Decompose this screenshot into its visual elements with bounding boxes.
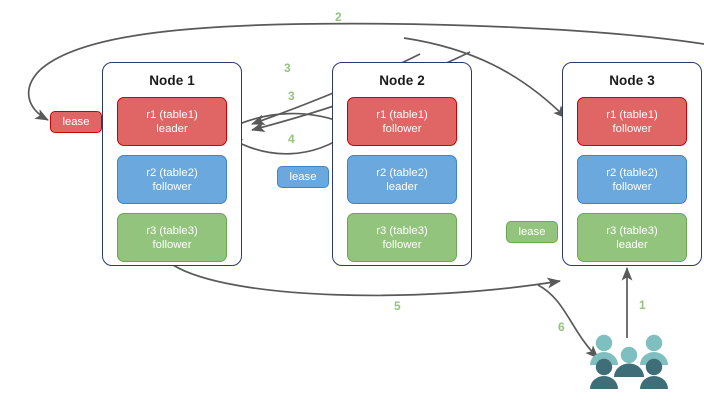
replica-n2-r2-role: leader [386, 180, 418, 193]
node-3-title: Node 3 [609, 73, 655, 88]
replica-n3-r1-role: follower [612, 122, 652, 135]
replica-n2-r1[interactable]: r1 (table1) follower [347, 97, 457, 146]
node-2-title: Node 2 [379, 73, 425, 88]
replica-n2-r1-name: r1 (table1) [376, 108, 428, 121]
node-3[interactable]: Node 3 r1 (table1) follower r2 (table2) … [562, 62, 702, 266]
replica-n2-r3-name: r3 (table3) [376, 224, 428, 237]
edge-step-3-n1-n2 [223, 112, 347, 132]
replica-n1-r1[interactable]: r1 (table1) leader [117, 97, 227, 146]
people-icon [590, 334, 668, 389]
replica-n2-r1-role: follower [382, 122, 422, 135]
replica-n1-r1-role: leader [156, 122, 188, 135]
replica-n3-r2-name: r2 (table2) [606, 166, 658, 179]
step-label-3b: 3 [288, 89, 295, 103]
step-label-1: 1 [639, 298, 646, 312]
replica-n1-r2-role: follower [152, 180, 192, 193]
step-label-3a: 3 [284, 61, 291, 75]
replica-n1-r2[interactable]: r2 (table2) follower [117, 155, 227, 204]
node-1-title: Node 1 [149, 73, 195, 88]
replica-n3-r2-role: follower [612, 180, 652, 193]
lease-badge-r2[interactable]: lease [277, 166, 329, 188]
lease-badge-r1[interactable]: lease [50, 111, 102, 133]
replica-n1-r3-name: r3 (table3) [146, 224, 198, 237]
replica-n3-r1-name: r1 (table1) [606, 108, 658, 121]
replica-n1-r1-name: r1 (table1) [146, 108, 198, 121]
replica-n3-r2[interactable]: r2 (table2) follower [577, 155, 687, 204]
replica-n2-r3[interactable]: r3 (table3) follower [347, 213, 457, 262]
edge-step-5 [172, 264, 562, 297]
replica-n3-r1[interactable]: r1 (table1) follower [577, 97, 687, 146]
replica-n2-r2-name: r2 (table2) [376, 166, 428, 179]
step-label-5: 5 [394, 299, 401, 313]
replica-n1-r3-role: follower [152, 238, 192, 251]
replica-n2-r3-role: follower [382, 238, 422, 251]
node-2[interactable]: Node 2 r1 (table1) follower r2 (table2) … [332, 62, 472, 266]
step-label-4: 4 [288, 132, 295, 146]
replica-n1-r3[interactable]: r3 (table3) follower [117, 213, 227, 262]
node-1[interactable]: Node 1 r1 (table1) leader r2 (table2) fo… [102, 62, 242, 266]
step-label-2: 2 [335, 10, 342, 24]
replica-n3-r3[interactable]: r3 (table3) leader [577, 213, 687, 262]
lease-badge-r3[interactable]: lease [506, 221, 558, 243]
replica-n3-r3-role: leader [616, 238, 648, 251]
replica-n2-r2[interactable]: r2 (table2) leader [347, 155, 457, 204]
replica-n3-r3-name: r3 (table3) [606, 224, 658, 237]
step-label-6: 6 [558, 320, 565, 334]
replica-n1-r2-name: r2 (table2) [146, 166, 198, 179]
